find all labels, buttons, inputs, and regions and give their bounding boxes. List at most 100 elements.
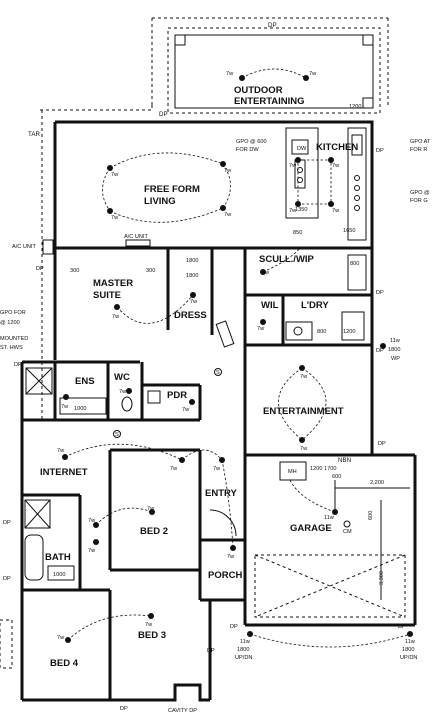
dim-1800-a: 1800 — [186, 258, 198, 264]
dp-label-porch: DP — [207, 648, 215, 654]
lamp-label: 7w — [289, 208, 297, 214]
room-label-bath: BATH — [45, 552, 71, 563]
exterior-walls — [20, 120, 417, 702]
lamp-label: 7w — [57, 635, 65, 641]
lamp-label: 7w — [227, 554, 235, 560]
light-point — [189, 399, 195, 405]
dim-1000-bath: 1000 — [53, 572, 65, 578]
lamp-label: 7w — [213, 466, 221, 472]
cm-outlet — [343, 520, 351, 528]
room-label-kitchen: KITCHEN — [316, 142, 358, 153]
ac-unit-top — [125, 239, 151, 247]
dw-label: DW — [297, 146, 307, 152]
dim-800-scull: 800 — [350, 261, 359, 267]
dp-label-kitchen: DP — [376, 148, 384, 154]
room-label-ens: ENS — [75, 376, 95, 387]
lamp-label: 7w — [111, 172, 119, 178]
dp-label-left: DP — [36, 266, 44, 272]
scullery-bench — [347, 254, 367, 291]
room-label-wc: WC — [114, 372, 130, 383]
dim-3300: 3,300 — [379, 571, 385, 585]
lamp-label: 7w — [300, 374, 308, 380]
side-dashed-box — [0, 619, 13, 669]
dim-600-side: 600 — [368, 511, 374, 520]
gpo-right2-2: FOR G — [410, 198, 428, 204]
light-point — [63, 394, 69, 400]
w11-bl-1: 11w — [240, 639, 251, 645]
lamp-label: 7w — [300, 446, 308, 452]
lamp-label: 7w — [119, 389, 127, 395]
dp-label-garage-r: DP — [398, 624, 406, 630]
room-label-outdoor-2: ENTERTAINING — [234, 96, 305, 107]
light-point — [303, 75, 309, 81]
dim-2200: 2,200 — [370, 480, 384, 486]
dim-300-b: 300 — [146, 268, 155, 274]
lamp-label: 7w — [147, 506, 155, 512]
lamp-label: 7w — [190, 299, 198, 305]
w11-bl-3: UP/DN — [235, 655, 252, 661]
dim-1000-ens: 1000 — [74, 406, 86, 412]
room-label-outdoor-1: OUTDOOR — [234, 85, 283, 96]
dim-1200-top: 1200 — [349, 104, 361, 110]
s-marker-2: S — [216, 370, 220, 376]
lamp-label: 7w — [170, 466, 178, 472]
gpo-left-1: GPO FOR — [0, 310, 26, 316]
dp-label-ldry: DP — [376, 348, 384, 354]
room-label-bed2: BED 2 — [140, 526, 168, 537]
light-point — [148, 613, 154, 619]
nbn-dims: 1200 1700 — [310, 466, 336, 472]
room-label-bed3: BED 3 — [138, 630, 166, 641]
outdoor-entertaining-area — [151, 17, 389, 114]
w11-bl-2: 1800 — [237, 647, 249, 653]
lamp-label: 7w — [226, 71, 234, 77]
garage-11w: 11w — [324, 515, 335, 521]
mh-label: MH — [288, 469, 297, 475]
wc-toilet — [121, 396, 133, 412]
laundry-trough — [285, 321, 313, 341]
room-label-living-2: LIVING — [144, 196, 176, 207]
lamp-label: 7w — [112, 314, 120, 320]
dim-1350: 1350 — [295, 207, 307, 213]
dp-label-garage-l: DP — [230, 624, 238, 630]
light-point — [380, 343, 386, 349]
room-label-scullery: SCULL./WIP — [259, 254, 315, 265]
light-fixtures — [62, 75, 413, 643]
w11-br-2: 1800 — [402, 647, 414, 653]
w11-right-3: WP — [391, 356, 400, 362]
room-label-living-1: FREE FORM — [144, 184, 200, 195]
ac-unit-left-label: A/C UNIT — [12, 244, 37, 250]
w11-br-1: 11w — [405, 639, 416, 645]
dp-label-bath2: DP — [3, 576, 11, 582]
wiring — [64, 68, 411, 648]
lamp-label: 7w — [145, 622, 153, 628]
room-label-pdr: PDR — [167, 390, 187, 401]
meter-box — [279, 461, 307, 481]
w11-br-3: UP/DN — [400, 655, 417, 661]
dp-label-scull: DP — [376, 290, 384, 296]
bath-shower — [24, 499, 51, 529]
w11-right-2: 1800 — [388, 347, 400, 353]
lamp-label: 7w — [57, 448, 65, 454]
lamp-label: 7w — [88, 518, 96, 524]
garage-door-outline — [254, 554, 406, 618]
lamp-label: 7w — [257, 326, 265, 332]
room-label-master-2: SUITE — [93, 290, 121, 301]
bath-vanity — [47, 565, 75, 581]
dp-label-ens: DP — [14, 362, 22, 368]
ac-unit-box — [42, 239, 54, 255]
dp-label-outdoor: DP — [159, 111, 168, 118]
s-marker-1: S — [115, 432, 119, 438]
gpo-right2-1: GPO @ — [410, 190, 430, 196]
bath-eq-box — [215, 320, 235, 348]
ensuite-shower — [25, 367, 53, 395]
lamp-label: 7w — [289, 163, 297, 169]
gpo-right1-2: FOR R — [410, 147, 427, 153]
lamp-label: 7w — [224, 168, 232, 174]
gpo-dw-1: GPO @ 600 — [236, 139, 267, 145]
dim-800-ldry: 800 — [317, 329, 326, 335]
room-label-internet: INTERNET — [40, 467, 88, 478]
lamp-label: 7w — [111, 215, 119, 221]
gpo-left-2: @ 1200 — [0, 320, 20, 326]
mounted-2: ST. HWS — [0, 345, 23, 351]
